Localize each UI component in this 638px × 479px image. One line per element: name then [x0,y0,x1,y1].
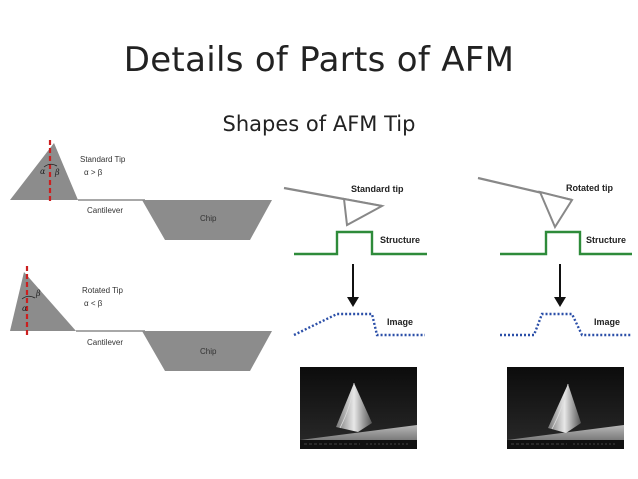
rotated-condition-label: α < β [84,299,103,308]
beta-symbol: β [54,168,60,177]
structure-step-line [294,230,427,256]
alpha-symbol: α [22,304,28,313]
standard-tip-sem-image [300,367,417,449]
rotated-tip-shape [10,272,76,331]
rotated-tip-side-view: α β Rotated Tip α < β Cantilever Chip [10,266,272,371]
standard-tip-label: Standard Tip [80,155,126,164]
standard-tip-caption: Standard tip [351,184,404,194]
angle-arc [21,295,36,300]
chip-label: Chip [200,214,217,223]
standard-tip-shape [10,143,78,200]
chip-shape [142,331,272,371]
image-profile-line [500,312,632,337]
down-arrow-head [347,297,359,307]
rotated-tip-label: Rotated Tip [82,286,123,295]
chip-label: Chip [200,347,217,356]
cantilever-label: Cantilever [87,338,123,347]
structure-step-line [500,230,632,256]
rotated-tip-scan-diagram: Rotated tip Structure Image [477,176,632,337]
standard-tip-scan-diagram: Standard tip Structure Image [283,184,427,337]
structure-label: Structure [586,235,626,245]
chip-shape [142,200,272,240]
down-arrow-head [554,297,566,307]
rotated-tip-caption: Rotated tip [566,183,613,193]
image-label: Image [387,317,413,327]
rotated-tip-sem-image [507,367,624,449]
page-subtitle: Shapes of AFM Tip [222,112,416,136]
structure-label: Structure [380,235,420,245]
image-label: Image [594,317,620,327]
tip-triangle [538,190,574,230]
page-title: Details of Parts of AFM [123,40,515,80]
image-profile-line [293,312,425,337]
cantilever-label: Cantilever [87,206,123,215]
tip-triangle [342,197,385,227]
beta-symbol: β [35,289,41,298]
alpha-symbol: α [40,167,46,176]
standard-condition-label: α > β [84,168,103,177]
angle-arc [43,163,58,168]
standard-tip-side-view: α β Standard Tip α > β Cantilever Chip [10,140,272,240]
